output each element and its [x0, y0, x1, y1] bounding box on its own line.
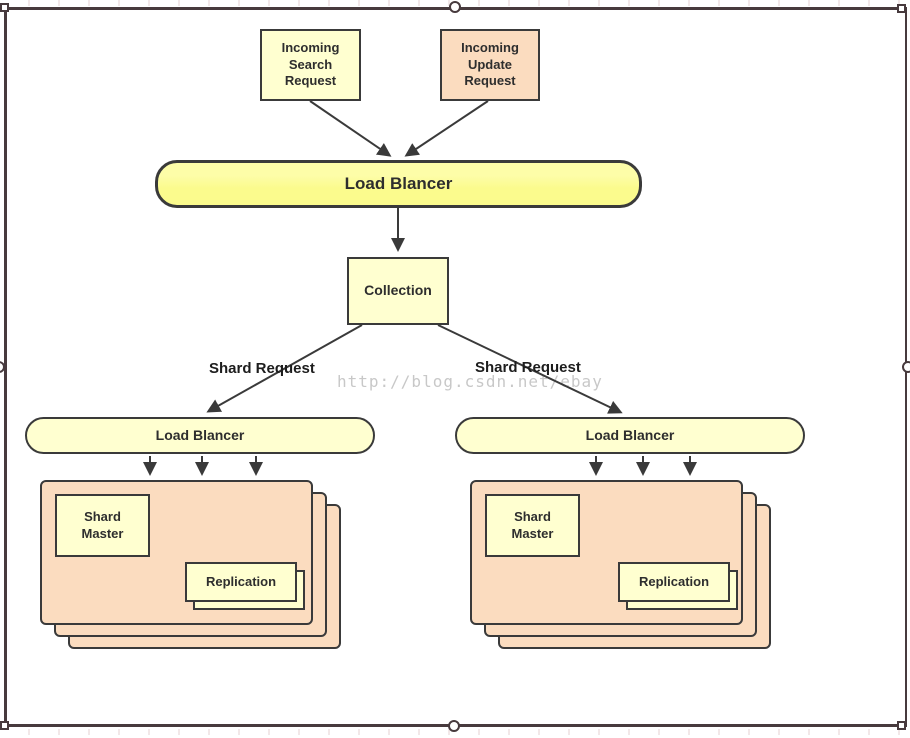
node-label: Replication [638, 573, 710, 589]
node-label: Load Blancer [585, 426, 675, 443]
node-label: Load Blancer [344, 174, 453, 194]
node-left-shard-master[interactable]: Shard Master [55, 494, 150, 557]
edge-label-shard-request-right: Shard Request [475, 359, 581, 376]
watermark-text: http://blog.csdn.net/ebay [337, 372, 603, 391]
node-main-load-balancer[interactable]: Load Blancer [155, 160, 642, 208]
selection-handle-top-left[interactable] [0, 3, 9, 12]
selection-handle-bottom-left[interactable] [0, 721, 9, 730]
node-label: Load Blancer [155, 426, 245, 443]
node-right-shard-master[interactable]: Shard Master [485, 494, 580, 557]
connector-collection-to-left-lb [206, 324, 363, 413]
node-label: Shard Master [511, 508, 554, 541]
node-label: Collection [364, 282, 432, 299]
node-left-replication[interactable]: Replication [185, 562, 297, 602]
node-right-load-balancer[interactable]: Load Blancer [455, 417, 805, 454]
node-incoming-search-request[interactable]: Incoming Search Request [260, 29, 361, 101]
edge-label-shard-request-left: Shard Request [209, 360, 315, 377]
node-incoming-update-request[interactable]: Incoming Update Request [440, 29, 540, 101]
selection-handle-top-right[interactable] [897, 4, 906, 13]
node-label: Replication [205, 573, 277, 589]
selection-handle-top-center[interactable] [449, 1, 461, 13]
node-label: Incoming Update Request [461, 40, 519, 89]
connector-collection-to-right-lb [437, 324, 623, 414]
node-left-load-balancer[interactable]: Load Blancer [25, 417, 375, 454]
connector-update-to-lb [404, 100, 489, 157]
ruler-ticks-bottom [0, 729, 910, 735]
connector-search-to-lb [309, 100, 392, 157]
selection-handle-bottom-center[interactable] [448, 720, 460, 732]
node-label: Shard Master [81, 508, 124, 541]
selection-handle-bottom-right[interactable] [897, 721, 906, 730]
node-right-replication[interactable]: Replication [618, 562, 730, 602]
selection-handle-middle-right[interactable] [902, 361, 910, 373]
node-label: Incoming Search Request [281, 40, 340, 89]
node-collection[interactable]: Collection [347, 257, 449, 325]
